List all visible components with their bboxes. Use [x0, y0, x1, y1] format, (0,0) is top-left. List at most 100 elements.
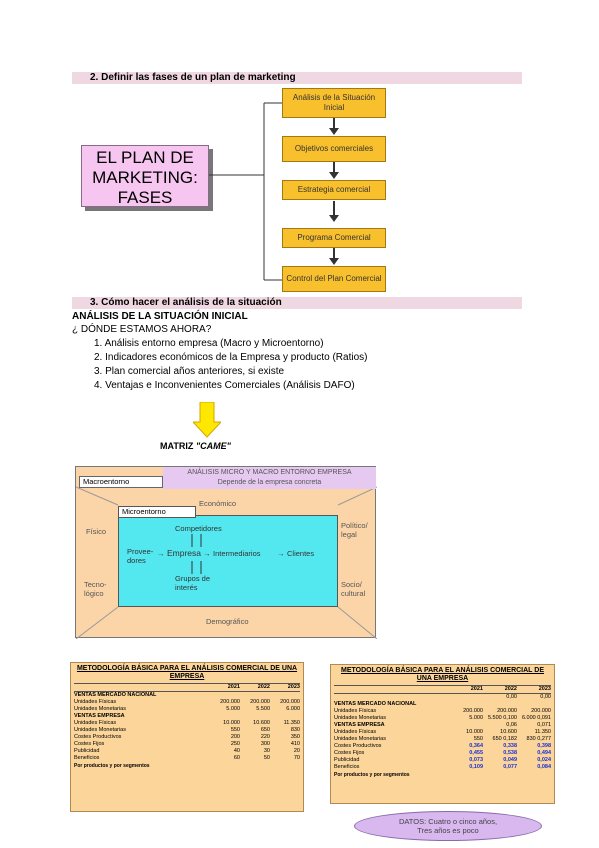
row-value: 0,024	[537, 757, 551, 763]
microentorno-box: Microentorno Competidores Provee- dores …	[118, 506, 338, 607]
row-value: 11.350	[534, 729, 551, 735]
row-label: Publicidad	[74, 748, 100, 754]
title-line-3: FASES	[117, 188, 173, 207]
env-header-line-1: ANÁLISIS MICRO Y MACRO ENTORNO EMPRESA	[187, 469, 352, 476]
microentorno-tab: Microentorno	[118, 506, 196, 518]
row-value	[240, 713, 270, 720]
row-label: Costes Productivos	[74, 734, 122, 740]
list-item: 4. Ventajas e Inconvenientes Comerciales…	[94, 380, 355, 391]
title-line-2: MARKETING:	[92, 168, 198, 187]
row-label	[334, 694, 449, 701]
row-value: 11.350	[283, 720, 300, 726]
where-question: ¿ DÓNDE ESTAMOS AHORA?	[72, 324, 212, 335]
arrow-down-icon	[328, 201, 340, 222]
table-row: VENTAS EMPRESA	[74, 713, 300, 720]
row-value: 350	[290, 734, 300, 740]
table-row: Unidades Físicas 200.000 200.000 200.000	[74, 699, 300, 706]
row-label: Unidades Físicas	[74, 720, 117, 726]
row-value: 10.600	[253, 720, 270, 726]
row-value: 0,398	[537, 743, 551, 749]
datos-line-1: DATOS: Cuatro o cinco años,	[398, 817, 498, 826]
row-value	[517, 701, 551, 708]
datos-note: DATOS: Cuatro o cinco años, Tres años es…	[354, 811, 542, 841]
tecnologico-label: Tecno- lógico	[84, 580, 107, 598]
year-header: 2022	[257, 684, 270, 690]
row-value: 200.000	[497, 708, 517, 714]
row-value: 5.500	[256, 706, 270, 712]
demografico-label: Demográfico	[206, 617, 249, 626]
row-value: 0,494	[537, 750, 551, 756]
row-label: VENTAS MERCADO NACIONAL	[334, 701, 417, 707]
table-row: VENTAS MERCADO NACIONAL	[334, 701, 551, 708]
flow-step-control: Control del Plan Comercial	[282, 266, 386, 292]
row-value: 0,109	[469, 764, 483, 770]
row-label: Unidades Monetarias	[334, 715, 386, 721]
row-label: Unidades Físicas	[74, 699, 117, 705]
arrow-right-icon: →	[277, 549, 285, 558]
row-value: 0,364	[469, 743, 483, 749]
row-value: 830	[290, 727, 300, 733]
row-value: 550	[473, 736, 483, 742]
proveedores-label: Provee- dores	[127, 547, 154, 565]
row-value: 0,071	[537, 722, 551, 728]
row-value: 40	[233, 748, 240, 754]
row-value: 0,538	[503, 750, 517, 756]
row-value: 830 0,277	[526, 736, 551, 742]
table-left-footnote: Por productos y por segmentos	[74, 763, 150, 769]
row-value: 10.000	[223, 720, 240, 726]
row-value: 250	[230, 741, 240, 747]
row-label: Unidades Físicas	[334, 708, 377, 714]
row-value: 6.000 0,091	[521, 715, 551, 721]
row-value: 200.000	[250, 699, 270, 705]
row-value: 410	[290, 741, 300, 747]
arrow-down-icon	[328, 162, 340, 180]
plan-title-box: EL PLAN DE MARKETING: FASES	[81, 145, 209, 207]
row-value	[240, 692, 270, 699]
flow-step-objetivos: Objetivos comerciales	[282, 136, 386, 162]
row-value: 200.000	[280, 699, 300, 705]
section-2-heading: 2. Definir las fases de un plan de marke…	[72, 72, 522, 84]
matrix-prefix: MATRIZ	[160, 441, 196, 451]
row-label: VENTAS EMPRESA	[74, 713, 125, 719]
row-value: 0,06	[506, 722, 517, 728]
environment-header: ANÁLISIS MICRO Y MACRO ENTORNO EMPRESA D…	[163, 467, 376, 489]
list-item: 1. Análisis entorno empresa (Macro y Mic…	[94, 338, 324, 349]
row-label: Unidades Monetarias	[334, 736, 386, 742]
politico-label: Político/ legal	[341, 521, 368, 539]
row-label: Unidades Monetarias	[74, 706, 126, 712]
arrow-right-icon: →	[157, 549, 165, 558]
row-value: 200	[230, 734, 240, 740]
year-header: 2022	[504, 686, 517, 692]
row-label: Publicidad	[334, 757, 360, 763]
table-row: VENTAS MERCADO NACIONAL	[74, 692, 300, 699]
datos-line-2: Tres años es poco	[417, 826, 479, 835]
row-label: Costes Fijos	[74, 741, 105, 747]
table-row: Costes Productivos 200 220 350	[74, 734, 300, 741]
row-label: Costes Productivos	[334, 743, 382, 749]
big-arrow-down-icon	[193, 402, 221, 438]
economico-label: Económico	[199, 499, 237, 508]
table-right-title: METODOLOGÍA BÁSICA PARA EL ANÁLISIS COME…	[340, 667, 544, 682]
year-header: 2021	[227, 684, 240, 690]
table-right-footnote: Por productos y por segmentos	[334, 772, 410, 778]
row-value	[449, 701, 483, 708]
matrix-label: MATRIZ "CAME"	[160, 441, 231, 451]
matrix-name: "CAME"	[195, 441, 231, 451]
row-value	[449, 722, 483, 729]
row-value: 220	[260, 734, 270, 740]
flow-step-analisis: Análisis de la Situación Inicial	[282, 88, 386, 118]
row-value: 0,00	[506, 694, 517, 700]
env-header-line-2: Depende de la empresa concreta	[217, 479, 322, 486]
row-value	[449, 694, 483, 701]
row-value	[270, 713, 300, 720]
empresa-label: Empresa	[167, 548, 202, 558]
row-value: 200.000	[220, 699, 240, 705]
